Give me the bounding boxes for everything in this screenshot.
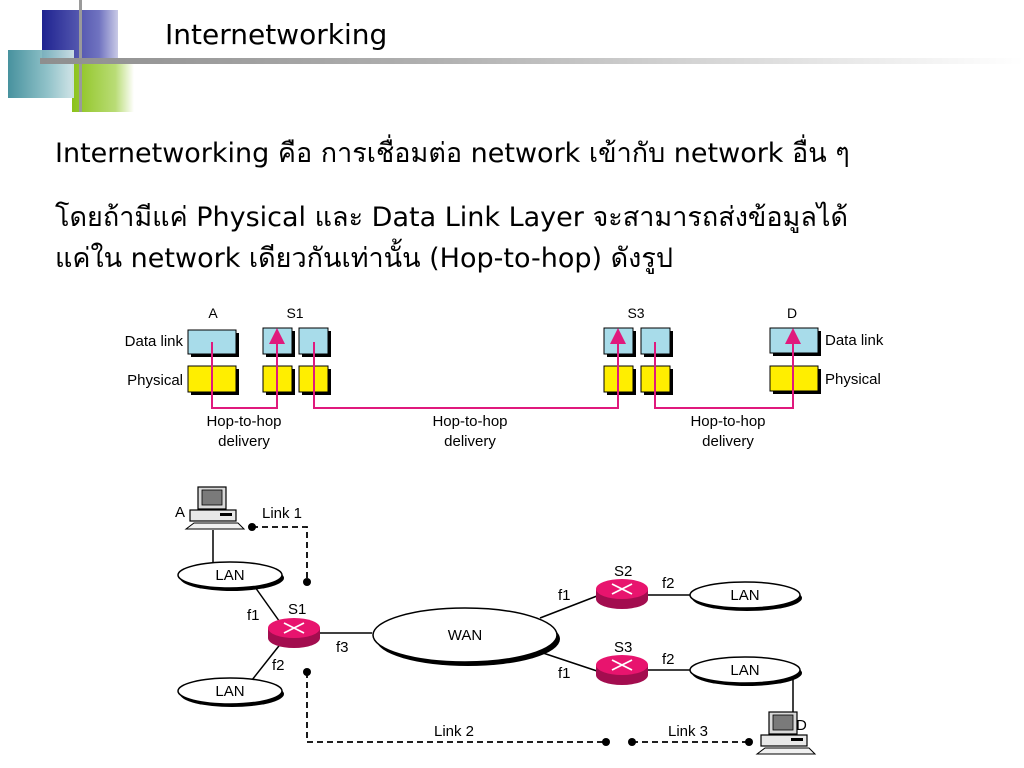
lan-3 (689, 581, 801, 609)
body-line-2: โดยถ้ามีแค่ Physical และ Data Link Layer… (55, 202, 849, 233)
node-label-d: D (787, 305, 797, 321)
wan-label: WAN (448, 627, 482, 644)
router-icon (268, 618, 320, 648)
node-label-a: A (208, 305, 218, 321)
host-a-label: A (175, 504, 185, 521)
hop-paths (211, 328, 801, 409)
wan-cloud (372, 607, 558, 663)
slide-title: Internetworking (165, 18, 388, 51)
s2-label: S2 (614, 563, 632, 580)
s3-f2-label: f2 (662, 651, 675, 668)
lan-1-label: LAN (215, 567, 244, 584)
left-label-data-link: Data link (125, 333, 184, 350)
deco-vertical-line (79, 0, 82, 112)
s1-label: S1 (288, 601, 306, 618)
hop-label-1-line2: delivery (218, 433, 270, 450)
s3-label: S3 (614, 639, 632, 656)
node-label-s3: S3 (627, 305, 644, 321)
right-label-data-link: Data link (825, 332, 884, 349)
router-icon (596, 655, 648, 685)
lan-4-label: LAN (730, 662, 759, 679)
s1-f1-label: f1 (247, 607, 260, 624)
node-label-s1: S1 (286, 305, 303, 321)
link-2-label: Link 2 (434, 723, 474, 740)
lan-2 (177, 677, 283, 705)
computer-icon (755, 711, 817, 755)
hop-label-3-line2: delivery (702, 433, 754, 450)
host-d-label: D (796, 717, 807, 734)
lan-2-label: LAN (215, 683, 244, 700)
hop-label-3-line1: Hop-to-hop (690, 413, 765, 430)
deco-square-green (72, 62, 134, 112)
link-1-label: Link 1 (262, 505, 302, 522)
s1-f2-label: f2 (272, 657, 285, 674)
hop-label-2-line2: delivery (444, 433, 496, 450)
s1-f3-label: f3 (336, 639, 349, 656)
s2-f1-label: f1 (558, 587, 571, 604)
computer-icon (184, 486, 246, 530)
node-d-stack (769, 327, 821, 394)
body-line-1: Internetworking คือ การเชื่อมต่อ network… (55, 138, 850, 169)
link-3-label: Link 3 (668, 723, 708, 740)
s3-f1-label: f1 (558, 665, 571, 682)
right-label-physical: Physical (825, 371, 881, 388)
router-icon (596, 579, 648, 609)
left-label-physical: Physical (127, 372, 183, 389)
lan-3-label: LAN (730, 587, 759, 604)
hop-label-1-line1: Hop-to-hop (206, 413, 281, 430)
body-line-3: แค่ใน network เดียวกันเท่านั้น (Hop-to-h… (55, 243, 673, 274)
lan-1 (177, 561, 283, 589)
hop-label-2-line1: Hop-to-hop (432, 413, 507, 430)
s2-f2-label: f2 (662, 575, 675, 592)
lan-4 (689, 656, 801, 684)
node-s1-stack (262, 327, 331, 395)
title-rule (40, 58, 1024, 64)
